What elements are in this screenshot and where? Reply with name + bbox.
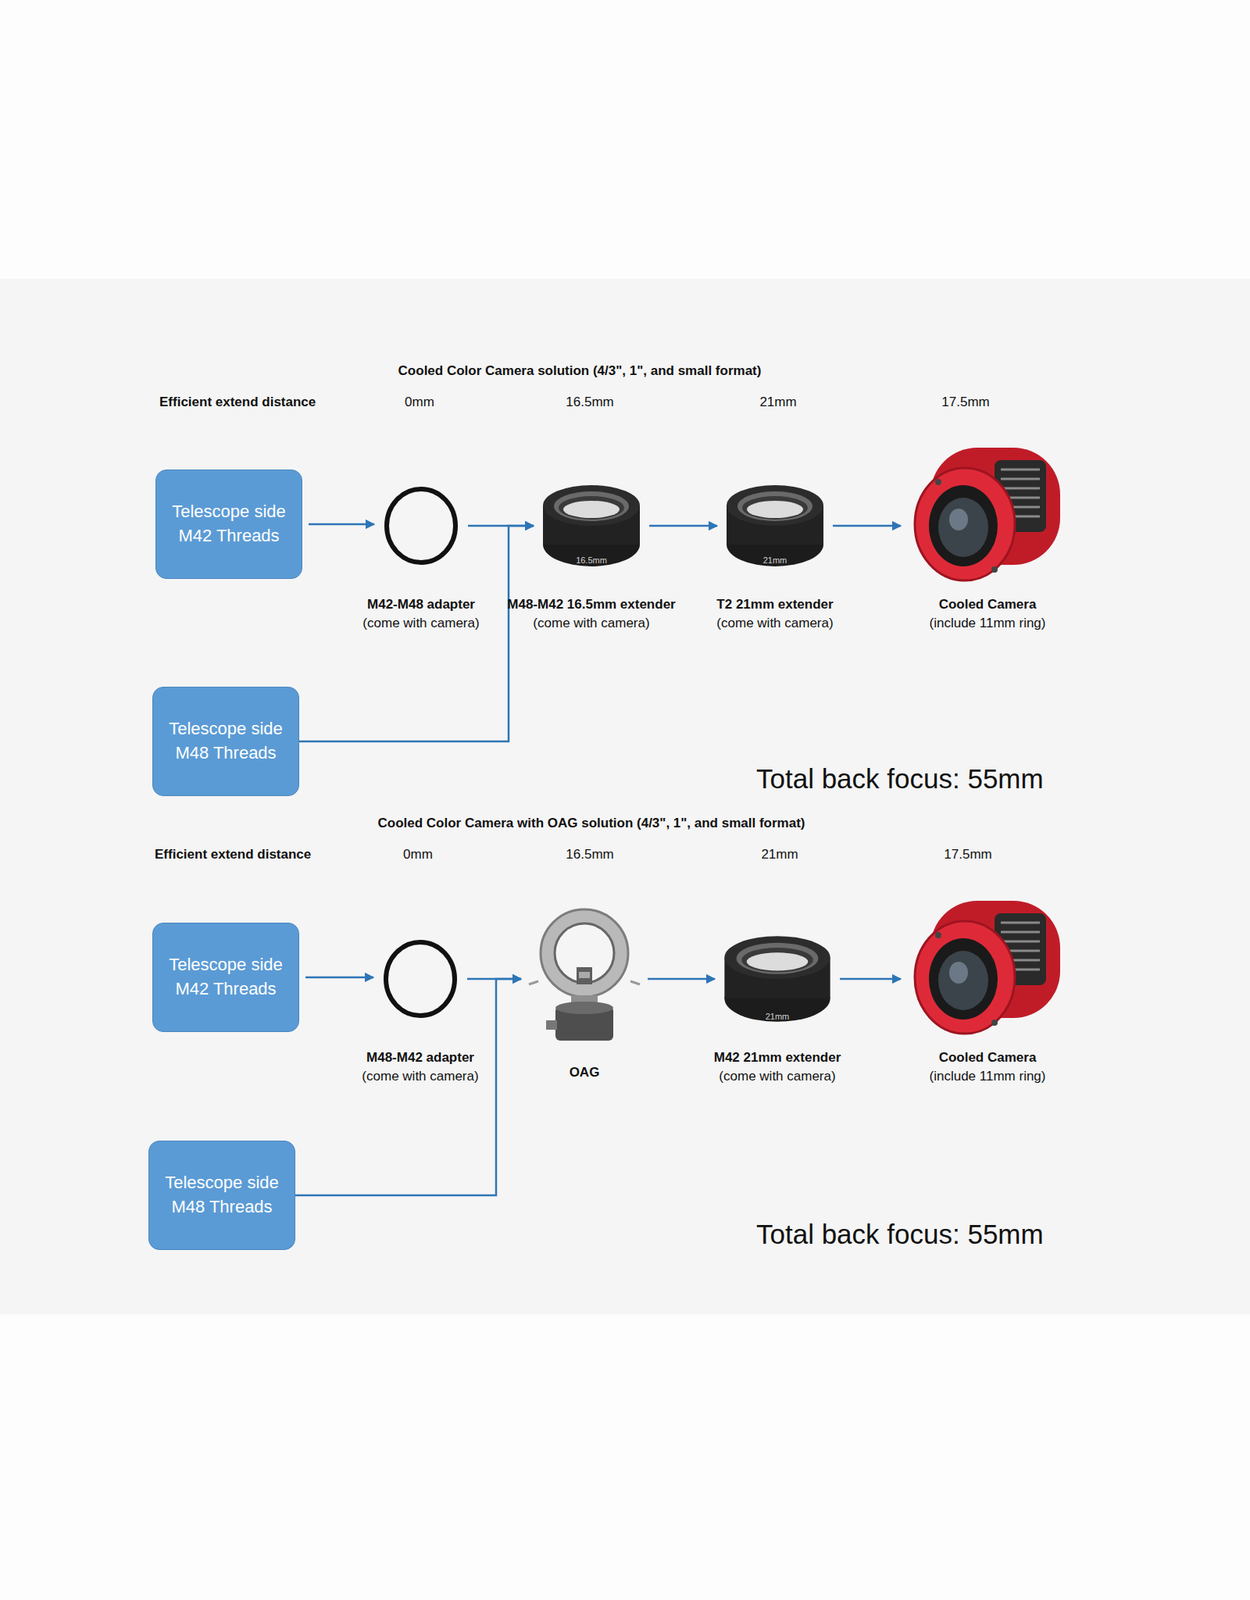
row-heading: Efficient extend distance <box>159 394 316 411</box>
distance-value: 21mm <box>760 846 798 863</box>
part-node: Cooled Camera(include 11mm ring) <box>907 436 1068 587</box>
distance-value: 0mm <box>403 846 433 863</box>
row-heading: Efficient extend distance <box>154 846 311 863</box>
oag-illustration <box>527 906 642 1052</box>
thread-box: Telescope side M48 Threads <box>152 686 300 797</box>
thread-box: Telescope side M42 Threads <box>155 469 303 579</box>
total-note: Total back focus: 55mm <box>756 1217 1044 1251</box>
ring-marking: 21mm <box>765 1011 790 1022</box>
part-note: (come with camera) <box>716 614 833 633</box>
flow-arrow <box>295 978 522 1196</box>
flow-arrow <box>308 523 375 526</box>
box-label: Telescope side M48 Threads <box>162 717 290 766</box>
thread-box: Telescope side M42 Threads <box>152 922 300 1033</box>
distance-value: 0mm <box>404 394 435 411</box>
part-name: M42 21mm extender <box>714 1048 842 1068</box>
part-name: T2 21mm extender <box>716 595 833 615</box>
section-title: Cooled Color Camera with OAG solution (4… <box>378 815 806 832</box>
thread-box: Telescope side M48 Threads <box>148 1140 296 1250</box>
part-node: OAG <box>527 906 642 1052</box>
total-note: Total back focus: 55mm <box>756 762 1044 796</box>
extender-illustration <box>721 932 834 1025</box>
flow-arrow <box>839 978 901 981</box>
part-node: M42 21mm extender(come with camera) <box>721 932 834 1025</box>
flow-arrow <box>647 978 715 981</box>
distance-value: 16.5mm <box>565 394 614 411</box>
section-title: Cooled Color Camera solution (4/3", 1", … <box>398 363 762 379</box>
adapter-ring-illustration <box>379 938 461 1020</box>
part-node: M42-M48 adapter(come with camera) <box>380 485 462 567</box>
part-name: M48-M42 16.5mm extender <box>507 595 675 615</box>
flow-arrow <box>299 525 534 742</box>
flow-arrow <box>305 976 374 979</box>
part-name: M42-M48 adapter <box>367 595 475 615</box>
distance-value: 17.5mm <box>943 846 992 863</box>
adapter-ring-illustration <box>380 485 462 567</box>
camera-illustration <box>907 436 1068 587</box>
distance-value: 21mm <box>759 394 797 411</box>
distance-value: 17.5mm <box>941 394 990 411</box>
part-name: Cooled Camera <box>939 595 1037 615</box>
ring-marking: 21mm <box>763 555 788 566</box>
part-name: M48-M42 adapter <box>366 1048 475 1068</box>
part-note: (come with camera) <box>362 614 479 633</box>
flow-arrow <box>649 525 718 528</box>
part-name: OAG <box>569 1063 600 1083</box>
flow-arrow <box>832 525 901 528</box>
part-note: (include 11mm ring) <box>929 1067 1047 1086</box>
box-label: Telescope side M48 Threads <box>158 1171 286 1220</box>
box-label: Telescope side M42 Threads <box>162 953 290 1002</box>
distance-value: 16.5mm <box>565 846 614 863</box>
part-note: (come with camera) <box>718 1067 836 1086</box>
box-label: Telescope side M42 Threads <box>165 500 293 549</box>
part-node: M48-M42 adapter(come with camera) <box>379 938 461 1020</box>
part-note: (come with camera) <box>532 614 650 633</box>
part-name: Cooled Camera <box>939 1048 1037 1068</box>
camera-illustration <box>907 889 1068 1040</box>
part-node: Cooled Camera(include 11mm ring) <box>907 889 1068 1040</box>
part-note: (include 11mm ring) <box>929 614 1047 633</box>
part-note: (come with camera) <box>361 1067 479 1086</box>
ring-marking: 16.5mm <box>575 555 608 566</box>
